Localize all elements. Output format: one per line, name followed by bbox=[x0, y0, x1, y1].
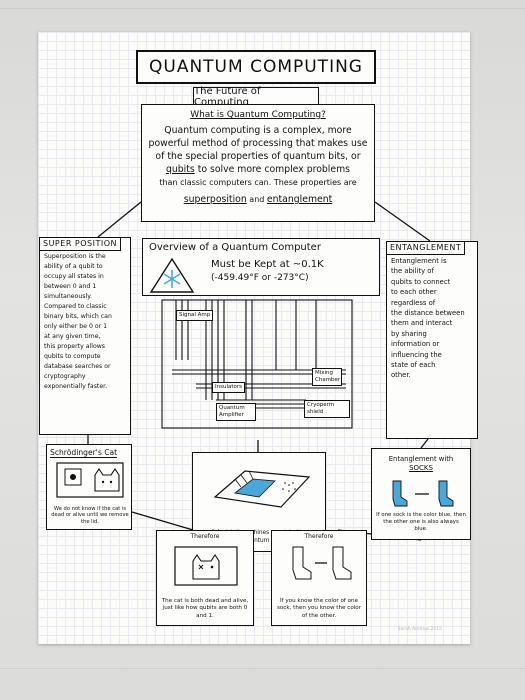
cat-in-box-icon bbox=[174, 546, 238, 586]
poster-title: QUANTUM COMPUTING bbox=[136, 50, 376, 84]
superposition-text: Superposition is the ability of a qubit t… bbox=[44, 252, 126, 392]
what-line-2: powerful method of processing that makes… bbox=[148, 138, 368, 149]
qubits-word: qubits bbox=[165, 164, 195, 175]
cat-box-icon bbox=[56, 462, 124, 498]
microprocessor-caption: 3 feet tall machines regulate the temper… bbox=[197, 530, 321, 544]
entanglement-line: information or bbox=[391, 340, 440, 349]
socks-pair-icon bbox=[292, 546, 352, 580]
superposition-line: only either be 0 or 1 bbox=[44, 323, 108, 330]
entanglement-section: ENTANGLEMENT Entanglement is the ability … bbox=[386, 241, 478, 439]
what-is-section: What is Quantum Computing? Quantum compu… bbox=[141, 104, 375, 222]
blue-socks-icon bbox=[392, 480, 454, 507]
what-line-5: than classic computers can. These proper… bbox=[159, 178, 357, 187]
cat-title: Schrödinger's Cat bbox=[50, 448, 118, 458]
superposition-line: binary bits, which can bbox=[44, 313, 112, 320]
label-signal-amp: Signal Amp bbox=[176, 310, 214, 321]
socks-caption: If one sock is the color blue, then the … bbox=[376, 512, 466, 532]
superposition-section: SUPER POSITION Superposition is the abili… bbox=[39, 237, 131, 435]
entanglement-line: other. bbox=[391, 371, 411, 380]
superposition-line: Compared to classic bbox=[44, 303, 107, 310]
entanglement-line: the ability of bbox=[391, 267, 434, 276]
superposition-line: occupy all states in bbox=[44, 273, 104, 280]
label-cryoperm-shield: Cryoperm shield bbox=[304, 400, 350, 418]
superposition-line: qubits to compute bbox=[44, 353, 101, 360]
superposition-line: cryptography bbox=[44, 373, 86, 380]
socks-title-line-2: SOCKS bbox=[409, 464, 433, 472]
what-line-4: qubits to solve more complex problems bbox=[148, 163, 368, 176]
entanglement-line: qubits to connect bbox=[391, 277, 451, 286]
superposition-word: superposition bbox=[183, 194, 247, 205]
cat-caption: We do not know if the cat is dead or ali… bbox=[51, 505, 129, 525]
entanglement-line: by sharing bbox=[391, 329, 427, 338]
overview-section: Overview of a Quantum Computer Must be K… bbox=[142, 238, 380, 296]
cold-warning-icon bbox=[149, 257, 195, 293]
therefore-right-caption: If you know the color of one sock, then … bbox=[276, 597, 362, 619]
schrodingers-cat-section: Schrödinger's Cat We do not know if the … bbox=[46, 444, 132, 530]
what-line-1: Quantum computing is a complex, more bbox=[164, 125, 352, 136]
superposition-line: between 0 and 1 bbox=[44, 283, 97, 290]
superposition-line: ability of a qubit to bbox=[44, 263, 103, 270]
entanglement-line: to each other bbox=[391, 288, 437, 297]
what-line-4-rest: to solve more complex problems bbox=[194, 164, 351, 175]
label-quantum-amplifier: Quantum Amplifier bbox=[216, 403, 256, 421]
superposition-line: exponentially faster. bbox=[44, 383, 108, 390]
entanglement-title: ENTANGLEMENT bbox=[386, 241, 466, 255]
therefore-socks-section: Therefore If you know the color of one s… bbox=[271, 530, 367, 626]
overview-title: Overview of a Quantum Computer bbox=[149, 242, 321, 253]
therefore-left-caption: The cat is both dead and alive, just lik… bbox=[161, 597, 249, 619]
superposition-line: this property allows bbox=[44, 343, 106, 350]
entanglement-line: them and interact bbox=[391, 319, 453, 328]
socks-title-line-1: Entanglement with bbox=[388, 455, 454, 463]
label-mixing-chamber: Mixing Chamber bbox=[312, 368, 342, 386]
entanglement-line: Entanglement is bbox=[391, 257, 447, 265]
credit: Sarah Andrew 2015 bbox=[397, 627, 442, 632]
therefore-left-label: Therefore bbox=[190, 533, 220, 540]
therefore-cat-section: Therefore The cat is both dead and alive… bbox=[156, 530, 254, 626]
label-insulators: Insulators bbox=[212, 382, 246, 393]
entanglement-line: state of each bbox=[391, 361, 436, 370]
superposition-line: Superposition is the bbox=[44, 253, 106, 260]
and-word: and bbox=[246, 195, 267, 204]
socks-section: Entanglement with SOCKS If one sock is t… bbox=[371, 448, 471, 540]
therefore-right-label: Therefore bbox=[304, 533, 334, 540]
superposition-line: at any given time, bbox=[44, 333, 101, 340]
overview-temp-conversion: (-459.49°F or -273°C) bbox=[211, 273, 309, 283]
quantum-computer-diagram: Signal Amp Insulators Mixing Chamber Qua… bbox=[156, 299, 362, 440]
entanglement-line: the distance between bbox=[391, 309, 465, 318]
microprocessor-icon bbox=[213, 470, 311, 508]
entanglement-line: regardless of bbox=[391, 298, 436, 307]
superposition-line: database searches or bbox=[44, 363, 111, 370]
what-heading: What is Quantum Computing? bbox=[190, 110, 326, 120]
poster: QUANTUM COMPUTING The Future of Computin… bbox=[38, 32, 478, 644]
overview-temp-line: Must be Kept at ~0.1K bbox=[211, 259, 324, 270]
properties-line: superposition and entanglement bbox=[148, 193, 368, 206]
superposition-line: simultaneously. bbox=[44, 293, 92, 300]
what-line-3: of the special properties of quantum bit… bbox=[155, 151, 361, 162]
entanglement-word: entanglement bbox=[266, 194, 333, 205]
superposition-title: SUPER POSITION bbox=[39, 237, 121, 251]
entanglement-line: influencing the bbox=[391, 350, 442, 359]
